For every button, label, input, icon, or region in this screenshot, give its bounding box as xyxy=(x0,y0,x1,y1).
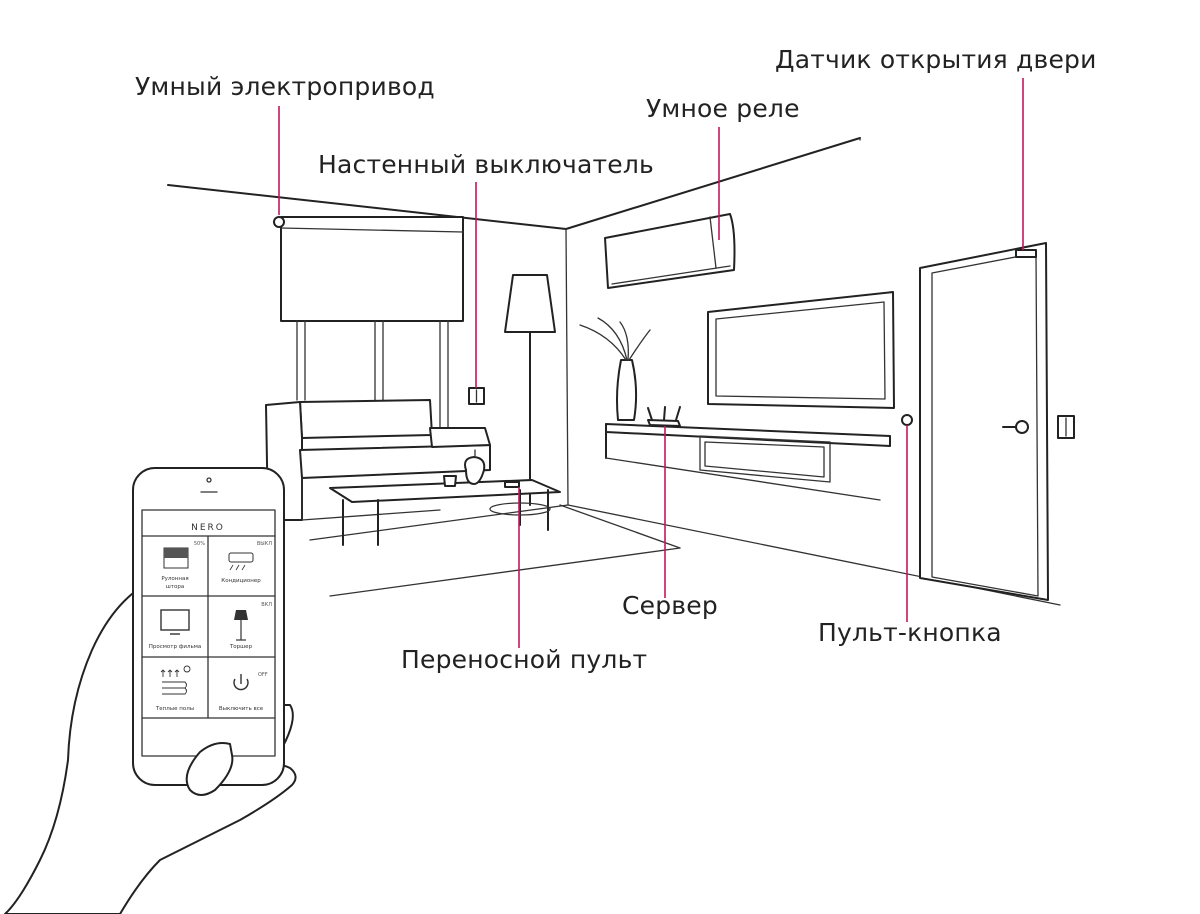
rug xyxy=(329,502,681,597)
app-tile-air-conditioner[interactable]: ВЫКЛ Кондиционер xyxy=(221,541,272,584)
door-wall-switch-icon xyxy=(1057,415,1075,439)
air-conditioner xyxy=(604,213,736,289)
svg-text:Кондиционер: Кондиционер xyxy=(221,578,261,584)
wall-switch-icon xyxy=(468,387,485,405)
svg-text:Торшер: Торшер xyxy=(229,644,253,650)
callout-smart-motor: Умный электропривод xyxy=(135,72,435,101)
door-sensor-icon xyxy=(1015,249,1037,258)
air-conditioner-icon xyxy=(228,552,254,563)
app-tile-floor-lamp[interactable]: ВКЛ Торшер xyxy=(229,602,272,650)
callout-button-remote: Пульт-кнопка xyxy=(818,618,1002,647)
tv xyxy=(707,291,895,409)
smart-motor-icon xyxy=(273,216,285,228)
callout-smart-relay: Умное реле xyxy=(646,94,800,123)
svg-text:50%: 50% xyxy=(194,541,205,547)
power-icon xyxy=(233,674,249,691)
app-screen: NERO 50% Рулонная штора ВЫКЛ Кондиционер… xyxy=(141,523,276,719)
app-tile-warm-floor[interactable]: Теплые полы xyxy=(155,665,194,712)
svg-text:ВЫКЛ: ВЫКЛ xyxy=(257,541,272,547)
button-remote-icon xyxy=(901,414,913,426)
tv-cabinet xyxy=(605,406,891,501)
plant-vase xyxy=(579,317,651,421)
app-logo: NERO xyxy=(191,523,225,533)
floor-lamp xyxy=(504,274,556,506)
svg-text:штора: штора xyxy=(166,584,184,590)
room-structure xyxy=(167,137,1061,606)
window-with-roller-blind xyxy=(273,216,464,431)
coffee-table xyxy=(329,449,561,546)
svg-text:Выключить все: Выключить все xyxy=(219,706,264,712)
callout-server: Сервер xyxy=(622,591,718,620)
svg-text:Просмотр фильма: Просмотр фильма xyxy=(149,644,202,650)
app-tile-movie[interactable]: Просмотр фильма xyxy=(149,609,202,650)
app-tile-all-off[interactable]: OFF Выключить все xyxy=(219,672,268,712)
svg-text:ВКЛ: ВКЛ xyxy=(261,602,272,608)
app-tile-roller-blind[interactable]: 50% Рулонная штора xyxy=(161,541,205,590)
callout-leader-lines xyxy=(278,78,1024,648)
callout-portable-remote: Переносной пульт xyxy=(401,645,648,674)
floor-lamp-icon xyxy=(234,610,248,620)
svg-text:OFF: OFF xyxy=(258,672,268,678)
svg-text:Рулонная: Рулонная xyxy=(161,576,188,582)
warm-floor-icon xyxy=(160,665,191,695)
svg-text:Теплые полы: Теплые полы xyxy=(155,706,194,712)
door xyxy=(919,242,1075,601)
portable-remote-icon xyxy=(504,481,520,488)
callout-wall-switch: Настенный выключатель xyxy=(318,150,654,179)
callout-door-sensor: Датчик открытия двери xyxy=(775,45,1097,74)
server-router-icon xyxy=(647,406,681,427)
tv-icon xyxy=(160,609,190,631)
